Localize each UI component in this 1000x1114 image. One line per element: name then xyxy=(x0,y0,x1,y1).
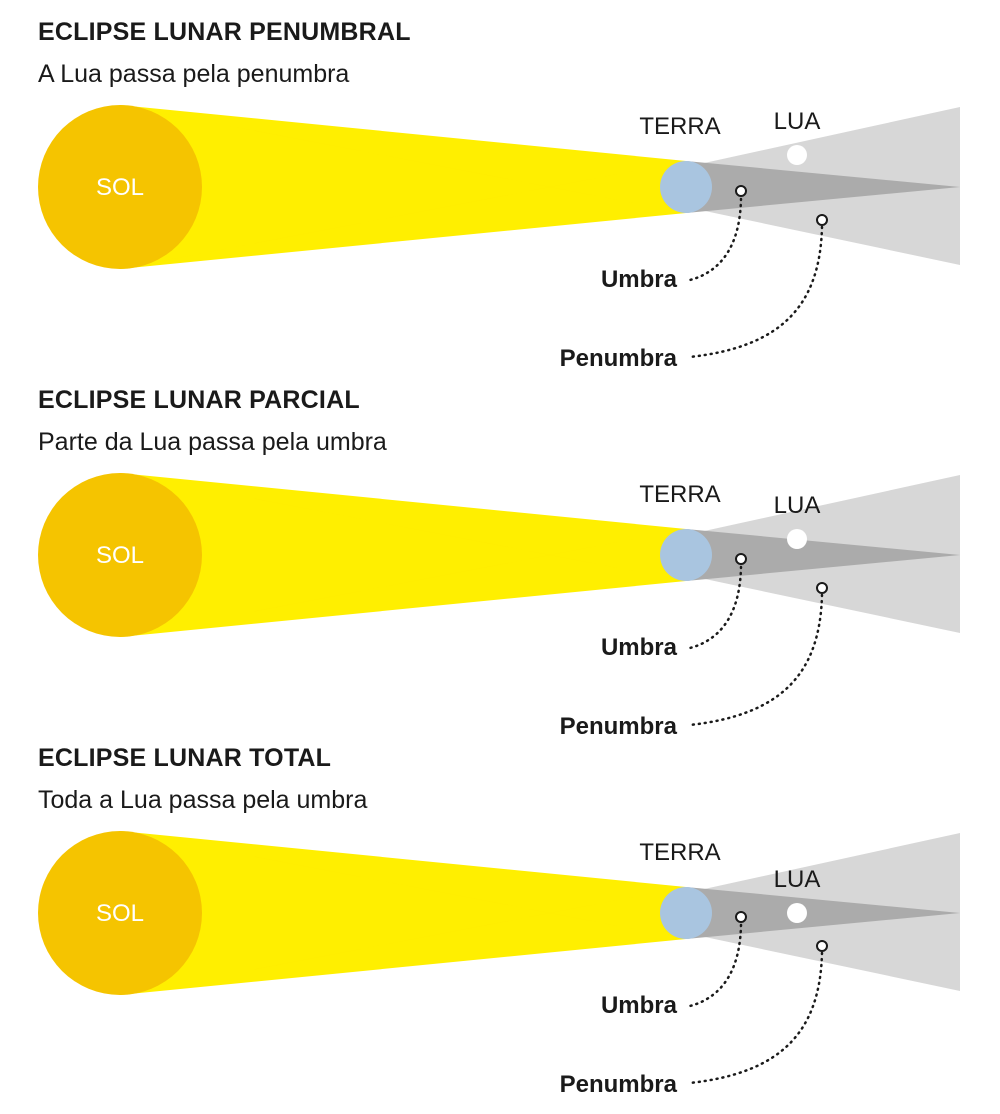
panel-title: ECLIPSE LUNAR PARCIAL xyxy=(38,386,360,414)
panel-title: ECLIPSE LUNAR TOTAL xyxy=(38,744,332,772)
eclipse-panel-penumbral: ECLIPSE LUNAR PENUMBRAL A Lua passa pela… xyxy=(0,0,1000,368)
moon-label: LUA xyxy=(774,492,821,519)
sunlight-beam xyxy=(120,105,686,269)
sun-label: SOL xyxy=(96,174,144,201)
earth-label: TERRA xyxy=(639,839,720,866)
sun-label: SOL xyxy=(96,900,144,927)
umbra-region xyxy=(686,887,960,939)
sunlight-beam-cross-lower xyxy=(120,887,686,995)
penumbra-leader-line xyxy=(688,225,824,359)
penumbra-marker xyxy=(816,582,828,594)
earth-icon xyxy=(660,887,712,939)
sunlight-beam xyxy=(120,473,686,637)
umbra-region xyxy=(686,529,960,581)
umbra-marker xyxy=(735,185,747,197)
panel-title: ECLIPSE LUNAR PENUMBRAL xyxy=(38,18,411,46)
panel-subtitle: A Lua passa pela penumbra xyxy=(38,60,350,88)
moon-icon xyxy=(787,145,807,165)
penumbra-marker xyxy=(816,940,828,952)
sunlight-beam-cross-upper xyxy=(120,831,686,939)
eclipse-panel-partial: ECLIPSE LUNAR PARCIAL Parte da Lua passa… xyxy=(0,368,1000,736)
umbra-label: Umbra xyxy=(601,992,678,1019)
moon-icon xyxy=(787,529,807,549)
umbra-region xyxy=(686,161,960,213)
sunlight-beam-cross-lower xyxy=(120,529,686,637)
sun-icon xyxy=(38,473,202,637)
sunlight-beam-cross-lower xyxy=(120,161,686,269)
umbra-marker xyxy=(735,911,747,923)
umbra-marker xyxy=(735,553,747,565)
sunlight-beam xyxy=(120,831,686,995)
panel-subtitle: Parte da Lua passa pela umbra xyxy=(38,428,387,456)
umbra-label: Umbra xyxy=(601,634,678,661)
eclipse-panel-total: ECLIPSE LUNAR TOTAL Toda a Lua passa pel… xyxy=(0,726,1000,1094)
sun-icon xyxy=(38,105,202,269)
sun-label: SOL xyxy=(96,542,144,569)
earth-icon xyxy=(660,161,712,213)
moon-label: LUA xyxy=(774,108,821,135)
earth-label: TERRA xyxy=(639,113,720,140)
earth-label: TERRA xyxy=(639,481,720,508)
umbra-label: Umbra xyxy=(601,266,678,293)
sun-icon xyxy=(38,831,202,995)
penumbra-leader-line xyxy=(688,593,824,727)
panel-subtitle: Toda a Lua passa pela umbra xyxy=(38,786,368,814)
penumbra-label: Penumbra xyxy=(560,345,678,368)
sunlight-beam-cross-upper xyxy=(120,105,686,213)
penumbra-leader-line xyxy=(688,951,824,1085)
penumbra-label: Penumbra xyxy=(560,1071,678,1094)
earth-icon xyxy=(660,529,712,581)
moon-icon xyxy=(787,903,807,923)
sunlight-beam-cross-upper xyxy=(120,473,686,581)
penumbra-marker xyxy=(816,214,828,226)
penumbra-label: Penumbra xyxy=(560,713,678,736)
moon-label: LUA xyxy=(774,866,821,893)
